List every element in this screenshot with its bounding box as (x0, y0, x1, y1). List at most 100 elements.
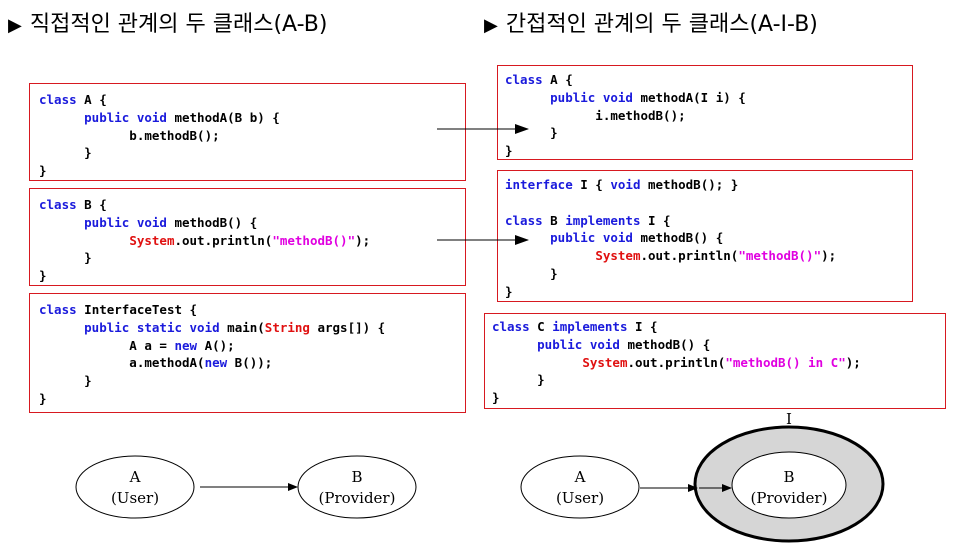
code-line: class A { (39, 92, 107, 107)
code-token: } (39, 373, 92, 389)
code-class-c: class C implements I { public void metho… (492, 318, 861, 407)
code-token: String (264, 319, 310, 335)
code-token: .out.println( (640, 248, 739, 264)
code-token: implements (565, 212, 641, 228)
code-token: } (505, 265, 558, 281)
label-b-name-right: B (783, 468, 794, 486)
code-line: public void methodA(I i) { (505, 90, 746, 105)
code-token: } (505, 283, 513, 299)
code-token: void (136, 109, 167, 125)
code-token: b.methodB(); (39, 127, 220, 143)
code-box-class-c: class C implements I { public void metho… (484, 313, 946, 409)
code-token: A { (76, 92, 107, 107)
code-line: } (505, 284, 513, 299)
code-line: public void methodB() { (492, 337, 710, 352)
code-line: a.methodA(new B()); (39, 355, 272, 370)
code-token: a.methodA( (39, 355, 205, 371)
code-box-class-a-indirect: class A { public void methodA(I i) { i.m… (497, 65, 913, 160)
code-token: A { (542, 72, 573, 87)
code-line: } (492, 390, 500, 405)
code-token: System (595, 248, 641, 264)
heading-direct-relation: ▶ 직접적인 관계의 두 클래스(A-B) (8, 6, 327, 38)
heading-indirect-text: 간접적인 관계의 두 클래스(A-I-B) (505, 12, 818, 37)
code-token: public (84, 109, 130, 125)
code-line: } (505, 125, 558, 140)
code-token: main( (219, 319, 265, 335)
code-token: interface (505, 177, 573, 192)
code-token: methodB() { (619, 336, 711, 352)
code-line: } (39, 373, 92, 388)
code-line: public void methodB() { (39, 215, 257, 230)
code-line: } (505, 143, 513, 158)
code-line: class B { (39, 197, 107, 212)
code-line: public void methodB() { (505, 230, 723, 245)
code-token: void (602, 230, 633, 246)
code-token: void (189, 319, 220, 335)
ellipse-user-a-left (75, 455, 195, 519)
label-b-name-left: B (351, 468, 362, 486)
code-token: class (39, 92, 77, 107)
code-line: class C implements I { (492, 319, 658, 334)
code-token: } (492, 372, 545, 388)
code-token: } (39, 145, 92, 161)
label-b-role-left: (Provider) (319, 489, 396, 507)
code-line: System.out.println("methodB() in C"); (492, 354, 860, 370)
code-line: class InterfaceTest { (39, 302, 197, 317)
code-token: public (84, 319, 130, 335)
code-token: i.methodB(); (505, 107, 686, 123)
code-line: } (39, 145, 92, 160)
code-token: methodB() { (166, 214, 258, 230)
code-class-b-direct: class B { public void methodB() { System… (39, 196, 370, 285)
code-interface-test: class InterfaceTest { public static void… (39, 301, 385, 408)
code-token: class (39, 302, 77, 317)
code-box-class-b-direct: class B { public void methodB() { System… (29, 188, 466, 286)
code-token: void (610, 177, 641, 192)
code-token: } (39, 390, 47, 406)
code-line: class A { (505, 72, 573, 87)
label-a-name-right: A (574, 468, 586, 486)
code-line: } (39, 250, 92, 265)
code-line: A a = new A(); (39, 337, 234, 353)
code-box-interface-test: class InterfaceTest { public static void… (29, 293, 466, 413)
code-line: System.out.println("methodB()"); (505, 248, 836, 263)
code-token: class (39, 197, 77, 212)
code-token: "methodB()" (272, 232, 356, 248)
code-line: b.methodB(); (39, 127, 220, 143)
code-token: methodA(I i) { (632, 89, 746, 105)
code-token: void (589, 336, 620, 352)
label-interface-i: I (786, 410, 792, 428)
ellipse-provider-b-left (297, 455, 417, 519)
code-line: public void methodA(B b) { (39, 110, 280, 125)
label-a-role-right: (User) (556, 489, 604, 507)
code-box-class-a-direct: class A { public void methodA(B b) { b.m… (29, 83, 466, 181)
code-token: } (39, 163, 47, 179)
heading-direct-text: 직접적인 관계의 두 클래스(A-B) (29, 12, 328, 37)
code-token: public (550, 89, 596, 105)
code-line: } (505, 266, 558, 281)
code-token: public (537, 336, 583, 352)
code-interface-i-class-b: interface I { void methodB(); } class B … (505, 176, 836, 301)
code-token: "methodB() in C" (725, 354, 846, 370)
code-token: } (39, 268, 47, 284)
label-a-name-left: A (129, 468, 141, 486)
bullet-triangle-icon: ▶ (8, 15, 22, 36)
code-token: .out.println( (174, 232, 273, 248)
code-token: public (550, 230, 596, 246)
code-token: System (129, 232, 175, 248)
code-token: "methodB()" (738, 248, 822, 264)
code-token: } (492, 390, 500, 406)
code-class-a-indirect: class A { public void methodA(I i) { i.m… (505, 71, 746, 160)
code-line: class B implements I { (505, 213, 671, 228)
code-token: B()); (227, 355, 273, 371)
code-line: interface I { void methodB(); } (505, 177, 738, 192)
bullet-triangle-icon: ▶ (484, 15, 498, 36)
code-box-interface-i-class-b: interface I { void methodB(); } class B … (497, 170, 913, 302)
code-token: A a = (39, 337, 175, 353)
code-token: methodA(B b) { (166, 109, 280, 125)
code-line: i.methodB(); (505, 107, 686, 123)
code-token: class (505, 212, 543, 228)
heading-indirect-relation: ▶ 간접적인 관계의 두 클래스(A-I-B) (484, 6, 818, 38)
code-token: class (492, 319, 530, 334)
code-token: class (505, 72, 543, 87)
code-token: methodB() { (632, 230, 724, 246)
